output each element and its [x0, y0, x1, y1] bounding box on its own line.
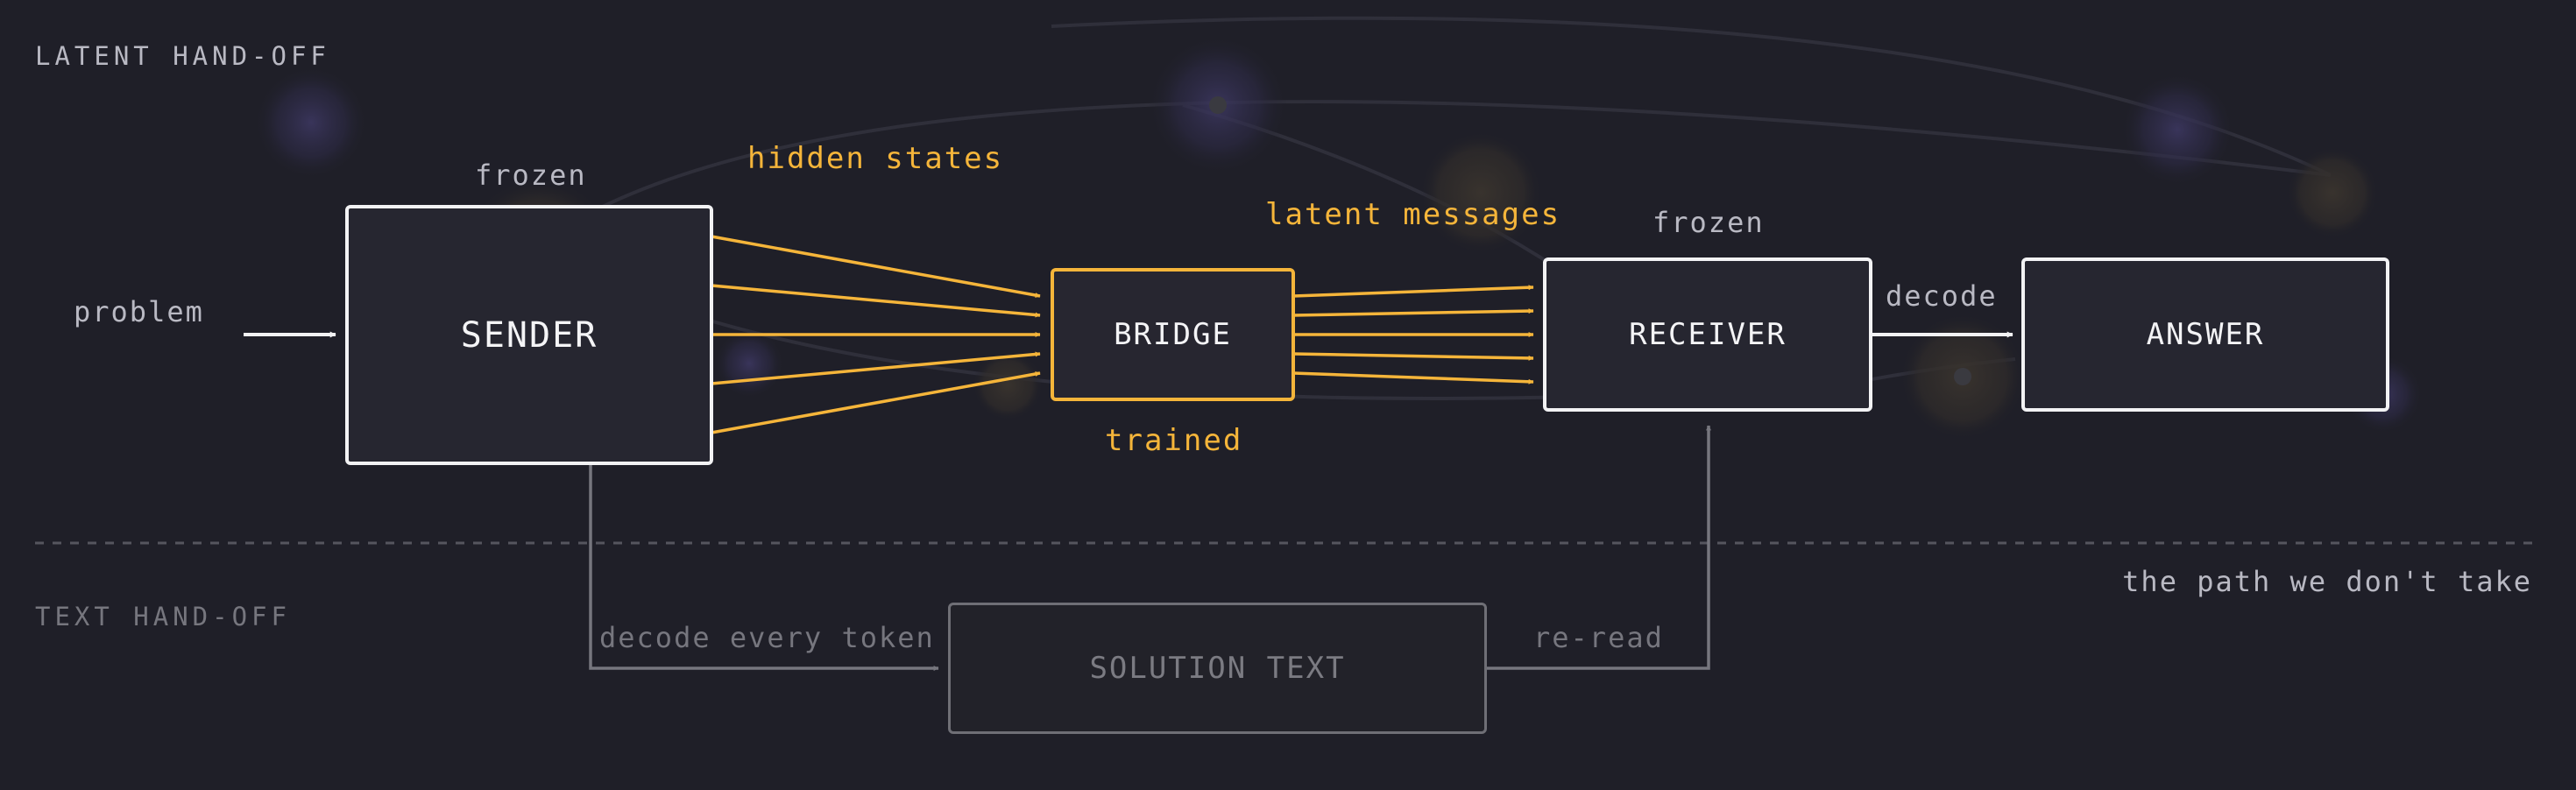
edge-label-latent-messages: latent messages	[1265, 197, 1561, 232]
solution-text-node-label: SOLUTION TEXT	[1089, 651, 1346, 686]
edge-bridge-to-receiver	[1292, 285, 1534, 384]
bridge-status-label: trained	[1105, 423, 1243, 458]
receiver-node: RECEIVER	[1543, 257, 1872, 412]
edge-label-decode: decode	[1886, 279, 1998, 313]
sender-node: SENDER	[345, 205, 713, 465]
edge-solution-to-receiver	[1485, 425, 1711, 670]
edge-sender-to-solution	[589, 465, 939, 671]
receiver-status-label: frozen	[1652, 206, 1765, 239]
sender-status-label: frozen	[475, 159, 587, 192]
bridge-node-label: BRIDGE	[1114, 317, 1232, 352]
bridge-node: BRIDGE	[1051, 268, 1295, 401]
receiver-node-label: RECEIVER	[1629, 317, 1787, 352]
solution-text-node: SOLUTION TEXT	[948, 603, 1487, 734]
section-label-text: TEXT HAND-OFF	[35, 602, 291, 631]
sender-node-label: SENDER	[460, 314, 598, 356]
edge-label-hidden-states: hidden states	[747, 141, 1004, 176]
section-label-latent: LATENT HAND-OFF	[35, 41, 330, 71]
edge-label-re-read: re-read	[1533, 621, 1664, 654]
answer-node: ANSWER	[2021, 257, 2389, 412]
answer-node-label: ANSWER	[2146, 317, 2265, 352]
edge-sender-to-bridge	[711, 235, 1041, 434]
edge-label-decode-every-token: decode every token	[599, 621, 935, 654]
text-path-note: the path we don't take	[2122, 565, 2532, 598]
edge-label-problem: problem	[74, 295, 204, 328]
